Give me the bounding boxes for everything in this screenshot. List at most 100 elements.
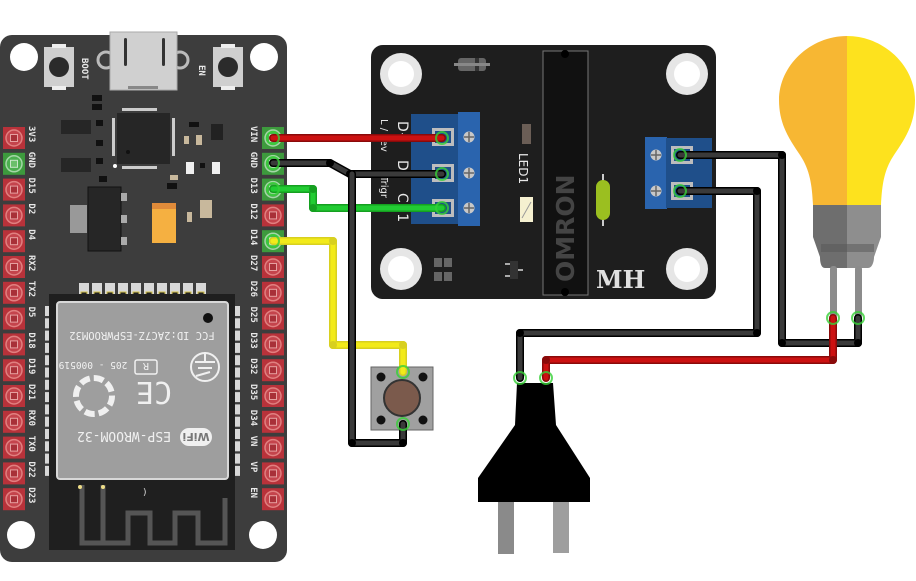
- pin-label: D33: [248, 332, 258, 348]
- wire-button-to-gnd[interactable]: [349, 171, 406, 446]
- connection-dot: [266, 131, 280, 145]
- resistor: [522, 124, 531, 144]
- connection-dot: [826, 311, 840, 325]
- ssr-omron: OMRON: [542, 50, 589, 296]
- pin-l-rx0[interactable]: RX0: [3, 410, 36, 433]
- pin-label: D15: [26, 178, 36, 194]
- pin-label: D22: [26, 461, 36, 477]
- esp32-board: BOOT EN: [0, 31, 287, 562]
- connection-dot: [396, 365, 410, 379]
- usb-port: [96, 31, 190, 91]
- smd-resistors: [434, 258, 452, 281]
- connection-dot: [673, 184, 687, 198]
- wire-d13-to-relay-ch1[interactable]: [270, 186, 445, 211]
- pin-l-rx2[interactable]: RX2: [3, 255, 36, 278]
- pin-l-d19[interactable]: D19: [3, 358, 36, 382]
- connection-dot: [673, 148, 687, 162]
- pin-r-d26[interactable]: D26: [248, 281, 284, 304]
- en-button[interactable]: [213, 44, 243, 90]
- led-label: LED1: [516, 153, 530, 184]
- pin-r-d34[interactable]: D34: [248, 410, 284, 433]
- module-r-mark: R: [142, 360, 149, 371]
- pin-r-d33[interactable]: D33: [248, 332, 284, 356]
- wire-plug-to-bulb-outline: [542, 314, 837, 382]
- transistor: [505, 261, 523, 279]
- tantalum-capacitor: [152, 200, 212, 243]
- output-terminal-block: [645, 137, 712, 209]
- pin-label: D14: [248, 229, 258, 246]
- pin-label: D2: [26, 203, 36, 214]
- pin-label: VP: [248, 461, 258, 472]
- plug-prong-left: [498, 502, 514, 554]
- connection-dot: [266, 182, 280, 196]
- pin-r-d12[interactable]: D12: [248, 203, 284, 227]
- pin-l-tx0[interactable]: TX0: [3, 436, 36, 459]
- pin-label: D32: [248, 358, 258, 374]
- pin-r-d25[interactable]: D25: [248, 307, 284, 330]
- plug-prong-right: [553, 502, 569, 553]
- wire-gnd-to-relay-dminus[interactable]: [270, 160, 445, 177]
- pin-l-gnd[interactable]: GND: [3, 152, 36, 175]
- pin-label: TX0: [26, 436, 36, 452]
- pin-label: D23: [26, 487, 36, 503]
- relay-module: OMRON LED1: [371, 45, 716, 299]
- pin-label: VN: [248, 436, 258, 447]
- pin-r-d32[interactable]: D32: [248, 358, 284, 382]
- usb-uart-chip: [112, 108, 175, 169]
- pin-label: GND: [26, 152, 36, 169]
- pin-l-d22[interactable]: D22: [3, 461, 36, 485]
- connection-points: [266, 131, 865, 431]
- pin-r-en[interactable]: EN: [248, 487, 284, 511]
- pin-r-d27[interactable]: D27: [248, 255, 284, 278]
- pin-label: D25: [248, 307, 258, 323]
- pin-r-vp[interactable]: VP: [248, 461, 284, 485]
- connection-dot: [396, 417, 410, 431]
- pin-r-vn[interactable]: VN: [248, 436, 284, 459]
- connection-dot: [851, 311, 865, 325]
- connection-dot: [539, 371, 553, 385]
- led-indicator: [520, 197, 533, 222]
- boot-button[interactable]: [44, 44, 74, 90]
- pin-label: D26: [248, 281, 258, 297]
- pin-label: D35: [248, 384, 258, 400]
- pin-label: D13: [248, 178, 258, 194]
- pin-l-3v3[interactable]: 3V3: [3, 126, 36, 149]
- module-ce-mark: CE: [136, 374, 172, 409]
- module-name-label: ESP-WROOM-32: [77, 428, 171, 443]
- pin-label: D5: [26, 307, 36, 318]
- smd-components: [61, 95, 223, 189]
- esp-wroom-32-module: FCC ID:2AC7Z-ESPWROOM32 R 205 - 000519 C…: [56, 301, 229, 480]
- pin-l-d15[interactable]: D15: [3, 178, 36, 201]
- pin-label: D19: [26, 358, 36, 374]
- mounting-hole: [7, 521, 35, 549]
- diode: [454, 58, 490, 71]
- pin-l-d18[interactable]: D18: [3, 332, 36, 356]
- connection-dot: [513, 371, 527, 385]
- cert-mark-icon: [190, 352, 220, 382]
- pin-l-d5[interactable]: D5: [3, 307, 36, 330]
- pin-label: VIN: [248, 126, 258, 142]
- mounting-hole: [249, 521, 277, 549]
- connection-dot: [435, 167, 449, 181]
- bulb-lead-left: [830, 266, 837, 318]
- relay-side-label-trigger: Trigr: [378, 175, 389, 199]
- pin-l-tx2[interactable]: TX2: [3, 281, 36, 304]
- wifi-logo: WiFi: [182, 430, 209, 443]
- board-brand-label: MH: [596, 265, 645, 294]
- pin-l-d2[interactable]: D2: [3, 203, 36, 227]
- bulb-lead-right: [855, 266, 862, 318]
- light-bulb: [779, 36, 915, 318]
- pin-l-d23[interactable]: D23: [3, 487, 36, 511]
- mounting-hole: [250, 43, 278, 71]
- voltage-regulator: [70, 186, 127, 252]
- pin-r-d35[interactable]: D35: [248, 384, 284, 407]
- pin-l-d21[interactable]: D21: [3, 384, 36, 407]
- connection-dot: [266, 156, 280, 170]
- wire-plug-to-bulb[interactable]: [543, 315, 836, 381]
- pin-l-d4[interactable]: D4: [3, 229, 36, 253]
- en-button-label: EN: [196, 65, 206, 76]
- pin-label: D34: [248, 410, 258, 427]
- pin-label: RX2: [26, 255, 36, 271]
- ac-plug: [478, 383, 590, 554]
